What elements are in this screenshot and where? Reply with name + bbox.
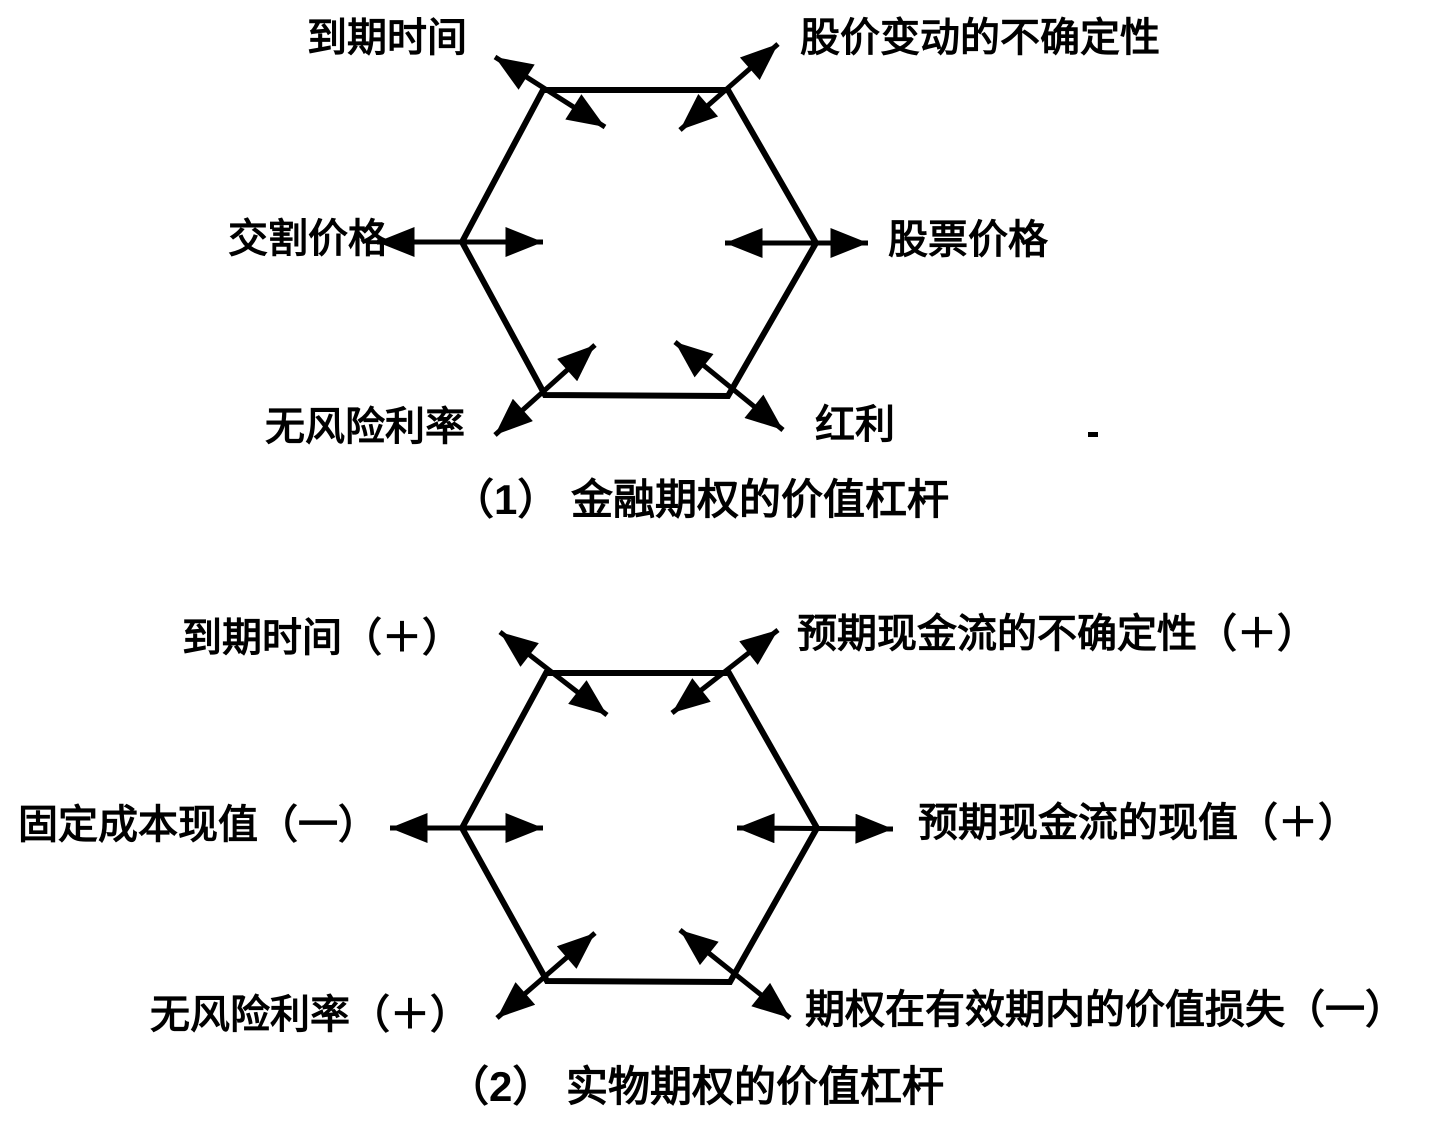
label-strike-price: 交割价格 xyxy=(228,217,388,261)
label-maturity-time: 到期时间 xyxy=(307,16,467,60)
caption-financial-option: （1） 金融期权的价值杠杆 xyxy=(452,476,950,523)
label-fixed-cost-present-value: 固定成本现值（一） xyxy=(18,803,378,847)
double-arrow-cashflow-uncertainty xyxy=(670,628,780,715)
real-option-hexagon-group xyxy=(390,628,894,1020)
label-stock-price: 股票价格 xyxy=(888,218,1048,262)
label-risk-free-rate: 无风险利率 xyxy=(265,405,465,449)
double-arrow-risk-free-rate xyxy=(493,343,597,437)
double-arrow-risk-free-rate-real xyxy=(495,931,597,1020)
label-risk-free-rate-real: 无风险利率（＋） xyxy=(150,993,470,1037)
label-cashflow-present-value: 预期现金流的现值（＋） xyxy=(918,801,1358,845)
label-price-uncertainty: 股价变动的不确定性 xyxy=(800,16,1160,60)
double-arrow-cashflow-present-value xyxy=(736,813,894,844)
label-dividend: 红利 xyxy=(815,403,895,447)
double-arrow-dividend xyxy=(673,340,785,432)
label-maturity-time-real: 到期时间（＋） xyxy=(182,616,462,660)
double-arrow-value-loss xyxy=(678,928,792,1020)
double-arrow-maturity-time-real xyxy=(498,630,609,717)
financial-option-hexagon-group xyxy=(377,42,868,437)
ink-speck xyxy=(1088,432,1098,437)
label-option-value-loss: 期权在有效期内的价值损失（一） xyxy=(805,988,1405,1032)
caption-real-option: （2） 实物期权的价值杠杆 xyxy=(447,1063,945,1110)
label-cashflow-uncertainty: 预期现金流的不确定性（＋） xyxy=(797,612,1317,656)
double-arrow-price-uncertainty xyxy=(678,42,780,132)
double-arrow-maturity-time xyxy=(493,54,607,130)
